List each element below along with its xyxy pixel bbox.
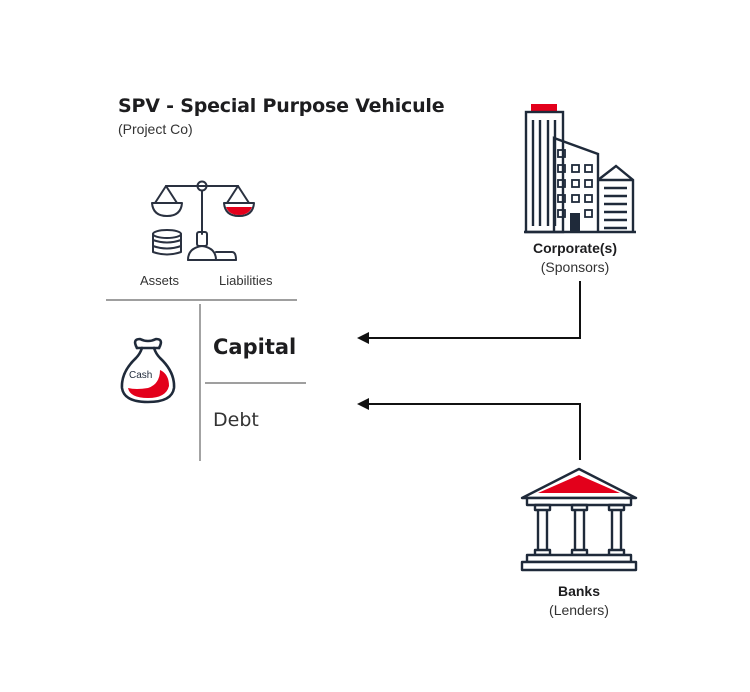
sponsor-to-capital-arrow — [366, 281, 581, 339]
balance-scale-icon — [151, 180, 255, 261]
page-title: SPV - Special Purpose Vehicule — [118, 95, 445, 117]
bank-icon — [520, 467, 638, 572]
assets-label: Assets — [140, 273, 180, 288]
banks-title: Banks — [557, 583, 601, 599]
cash-label: Cash — [129, 370, 152, 381]
lender-to-debt-arrow — [366, 403, 581, 460]
page-subtitle: (Project Co) — [118, 121, 193, 137]
lender-arrowhead — [357, 398, 369, 410]
capital-label: Capital — [213, 335, 297, 359]
banks-subtitle: (Lenders) — [549, 602, 609, 618]
corporate-title: Corporate(s) — [532, 240, 617, 256]
corporate-subtitle: (Sponsors) — [540, 259, 610, 275]
liabilities-label: Liabilities — [219, 273, 273, 288]
sponsor-arrowhead — [357, 332, 369, 344]
office-building-icon — [524, 104, 636, 234]
money-bag-icon: Cash — [120, 337, 176, 404]
debt-label: Debt — [213, 409, 259, 431]
